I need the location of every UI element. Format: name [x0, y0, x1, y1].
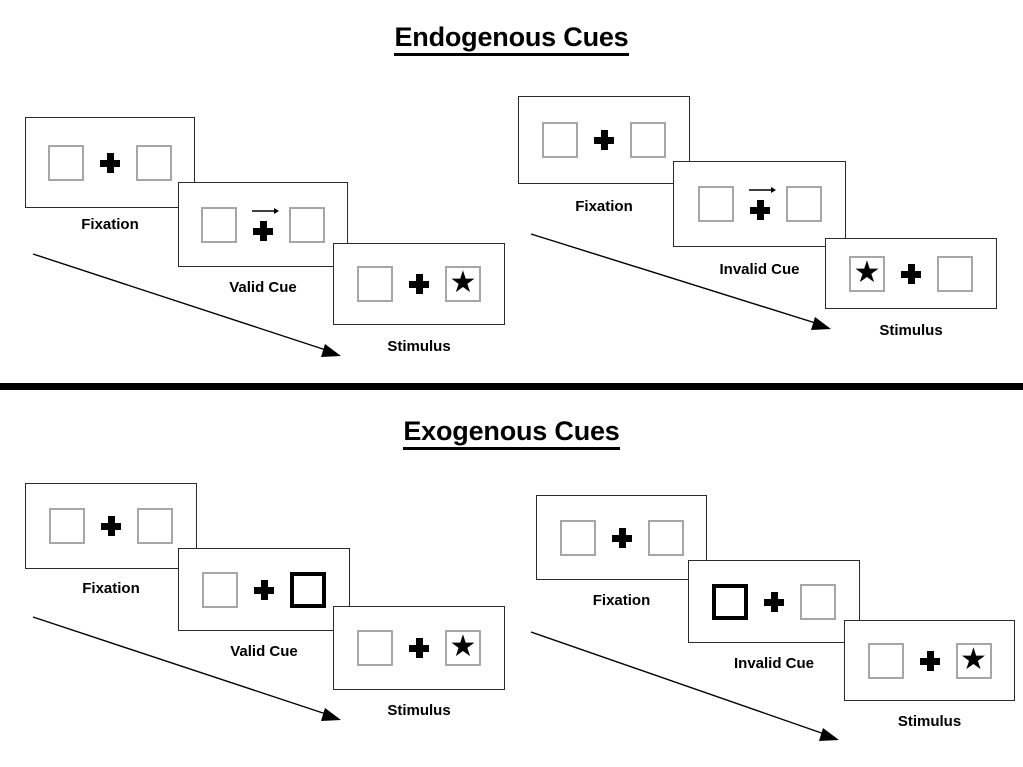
placeholder-box-left-target: ★: [849, 255, 885, 292]
placeholder-box-right: [647, 519, 684, 556]
fixation-cross-icon: [409, 274, 429, 294]
frame-content: ★: [826, 239, 996, 308]
trial-frame-valid-cue: [178, 548, 350, 631]
trial-frame-fixation: [518, 96, 690, 184]
placeholder-box-left: [48, 144, 84, 181]
placeholder-box-left: [202, 571, 238, 608]
trial-frame-stimulus: ★: [333, 606, 505, 690]
section-title-exogenous: Exogenous Cues: [0, 416, 1023, 450]
frame-content: [674, 162, 845, 246]
placeholder-box-right: [136, 144, 172, 181]
frame-content: [689, 561, 859, 642]
fixation-cross-icon: [253, 220, 273, 241]
cue-arrow-group: [252, 207, 279, 243]
fixation-cross-icon: [254, 579, 274, 600]
placeholder-box-right-target: ★: [955, 642, 992, 679]
placeholder-box-right: [785, 186, 822, 222]
placeholder-box-left: [559, 519, 596, 556]
trial-frame-fixation: [536, 495, 707, 580]
trial-frame-stimulus: ★: [844, 620, 1015, 701]
stage-label-fixation: Fixation: [592, 592, 651, 609]
frame-content: ★: [334, 607, 504, 689]
cue-arrow-group: [748, 186, 776, 222]
frame-content: ★: [845, 621, 1014, 700]
frame-content: [537, 496, 706, 579]
stage-label-valid-cue: Valid Cue: [230, 643, 298, 660]
stage-label-stimulus: Stimulus: [387, 702, 451, 719]
fixation-cross-icon: [101, 516, 121, 536]
frame-content: [519, 97, 689, 183]
star-icon: ★: [853, 255, 881, 289]
placeholder-box-right-cued: [290, 571, 326, 608]
stage-label-fixation: Fixation: [82, 580, 140, 597]
placeholder-box-right-target: ★: [445, 630, 481, 666]
fixation-cross-icon: [764, 591, 784, 612]
trial-frame-fixation: [25, 117, 195, 208]
placeholder-box-left: [201, 206, 237, 243]
stage-label-invalid-cue: Invalid Cue: [719, 261, 800, 278]
placeholder-box-left: [542, 122, 578, 158]
placeholder-box-right: [937, 255, 973, 292]
placeholder-box-right-target: ★: [445, 266, 481, 302]
fixation-cross-icon: [100, 152, 120, 173]
stage-label-valid-cue: Valid Cue: [229, 279, 297, 296]
trial-frame-stimulus: ★: [825, 238, 997, 309]
stage-label-stimulus: Stimulus: [879, 322, 943, 339]
placeholder-box-left-cued: [712, 583, 748, 620]
fixation-cross-icon: [901, 263, 921, 284]
section-title-endogenous: Endogenous Cues: [0, 22, 1023, 56]
section-divider: [0, 383, 1023, 390]
trial-frame-invalid-cue: [673, 161, 846, 247]
arrow-right-icon: [748, 187, 776, 193]
placeholder-box-left: [697, 186, 734, 222]
fixation-cross-icon: [919, 650, 940, 671]
stage-label-fixation: Fixation: [575, 198, 633, 215]
frame-content: [179, 183, 347, 266]
trial-frame-valid-cue: [178, 182, 348, 267]
stage-label-stimulus: Stimulus: [387, 338, 451, 355]
section-title-endogenous-text: Endogenous Cues: [394, 22, 629, 56]
placeholder-box-left: [357, 266, 393, 302]
frame-content: [26, 118, 194, 207]
frame-content: ★: [334, 244, 504, 324]
star-icon: ★: [960, 642, 987, 676]
placeholder-box-left: [357, 630, 393, 666]
trial-frame-stimulus: ★: [333, 243, 505, 325]
frame-content: [179, 549, 349, 630]
placeholder-box-right: [800, 583, 836, 620]
placeholder-box-left: [49, 508, 85, 544]
placeholder-box-right: [137, 508, 173, 544]
placeholder-box-right: [630, 122, 666, 158]
fixation-cross-icon: [611, 527, 632, 548]
placeholder-box-left: [867, 642, 904, 679]
arrow-right-icon: [252, 207, 279, 214]
stage-label-stimulus: Stimulus: [897, 713, 962, 730]
frame-content: [26, 484, 196, 568]
star-icon: ★: [449, 266, 477, 299]
trial-frame-fixation: [25, 483, 197, 569]
fixation-cross-icon: [594, 130, 614, 150]
star-icon: ★: [449, 630, 477, 663]
section-title-exogenous-text: Exogenous Cues: [403, 416, 620, 450]
fixation-cross-icon: [409, 638, 429, 658]
trial-frame-invalid-cue: [688, 560, 860, 643]
placeholder-box-right: [289, 206, 325, 243]
stage-label-invalid-cue: Invalid Cue: [733, 655, 815, 672]
stage-label-fixation: Fixation: [81, 216, 139, 233]
fixation-cross-icon: [749, 200, 770, 220]
